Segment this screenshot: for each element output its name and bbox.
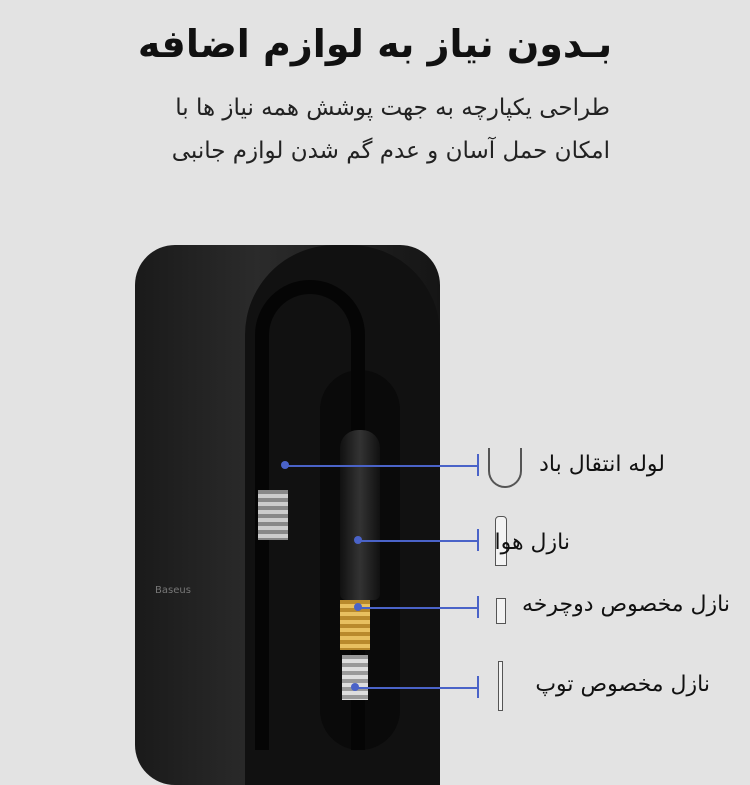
accessory-label: نازل مخصوص دوچرخه	[521, 592, 730, 617]
air-nozzle	[340, 430, 380, 600]
page-title: بـدون نیاز به لوازم اضافه	[137, 22, 613, 66]
bike-nozzle-icon	[496, 598, 506, 624]
callout-tick	[477, 676, 479, 698]
ball-needle-icon	[498, 661, 503, 711]
callout-line	[285, 465, 478, 467]
subtitle-line-2: امکان حمل آسان و عدم گم شدن لوازم جانبی	[171, 138, 610, 164]
callout-line	[358, 540, 478, 542]
hose-connector	[258, 490, 288, 540]
device-brand: Baseus	[155, 585, 191, 596]
subtitle-line-1: طراحی یکپارچه به جهت پوشش همه نیاز ها با	[175, 95, 610, 121]
air-nozzle-icon	[495, 516, 507, 566]
ball-needle	[342, 655, 368, 700]
callout-tick	[477, 454, 479, 476]
callout-tick	[477, 529, 479, 551]
callout-tick	[477, 596, 479, 618]
accessory-label: لوله انتقال باد	[539, 452, 665, 477]
accessory-label: نازل مخصوص توپ	[535, 672, 710, 697]
air-hose-icon	[488, 448, 522, 488]
callout-line	[355, 687, 478, 689]
accessory-label: نازل هوا	[494, 530, 570, 555]
callout-line	[358, 607, 478, 609]
